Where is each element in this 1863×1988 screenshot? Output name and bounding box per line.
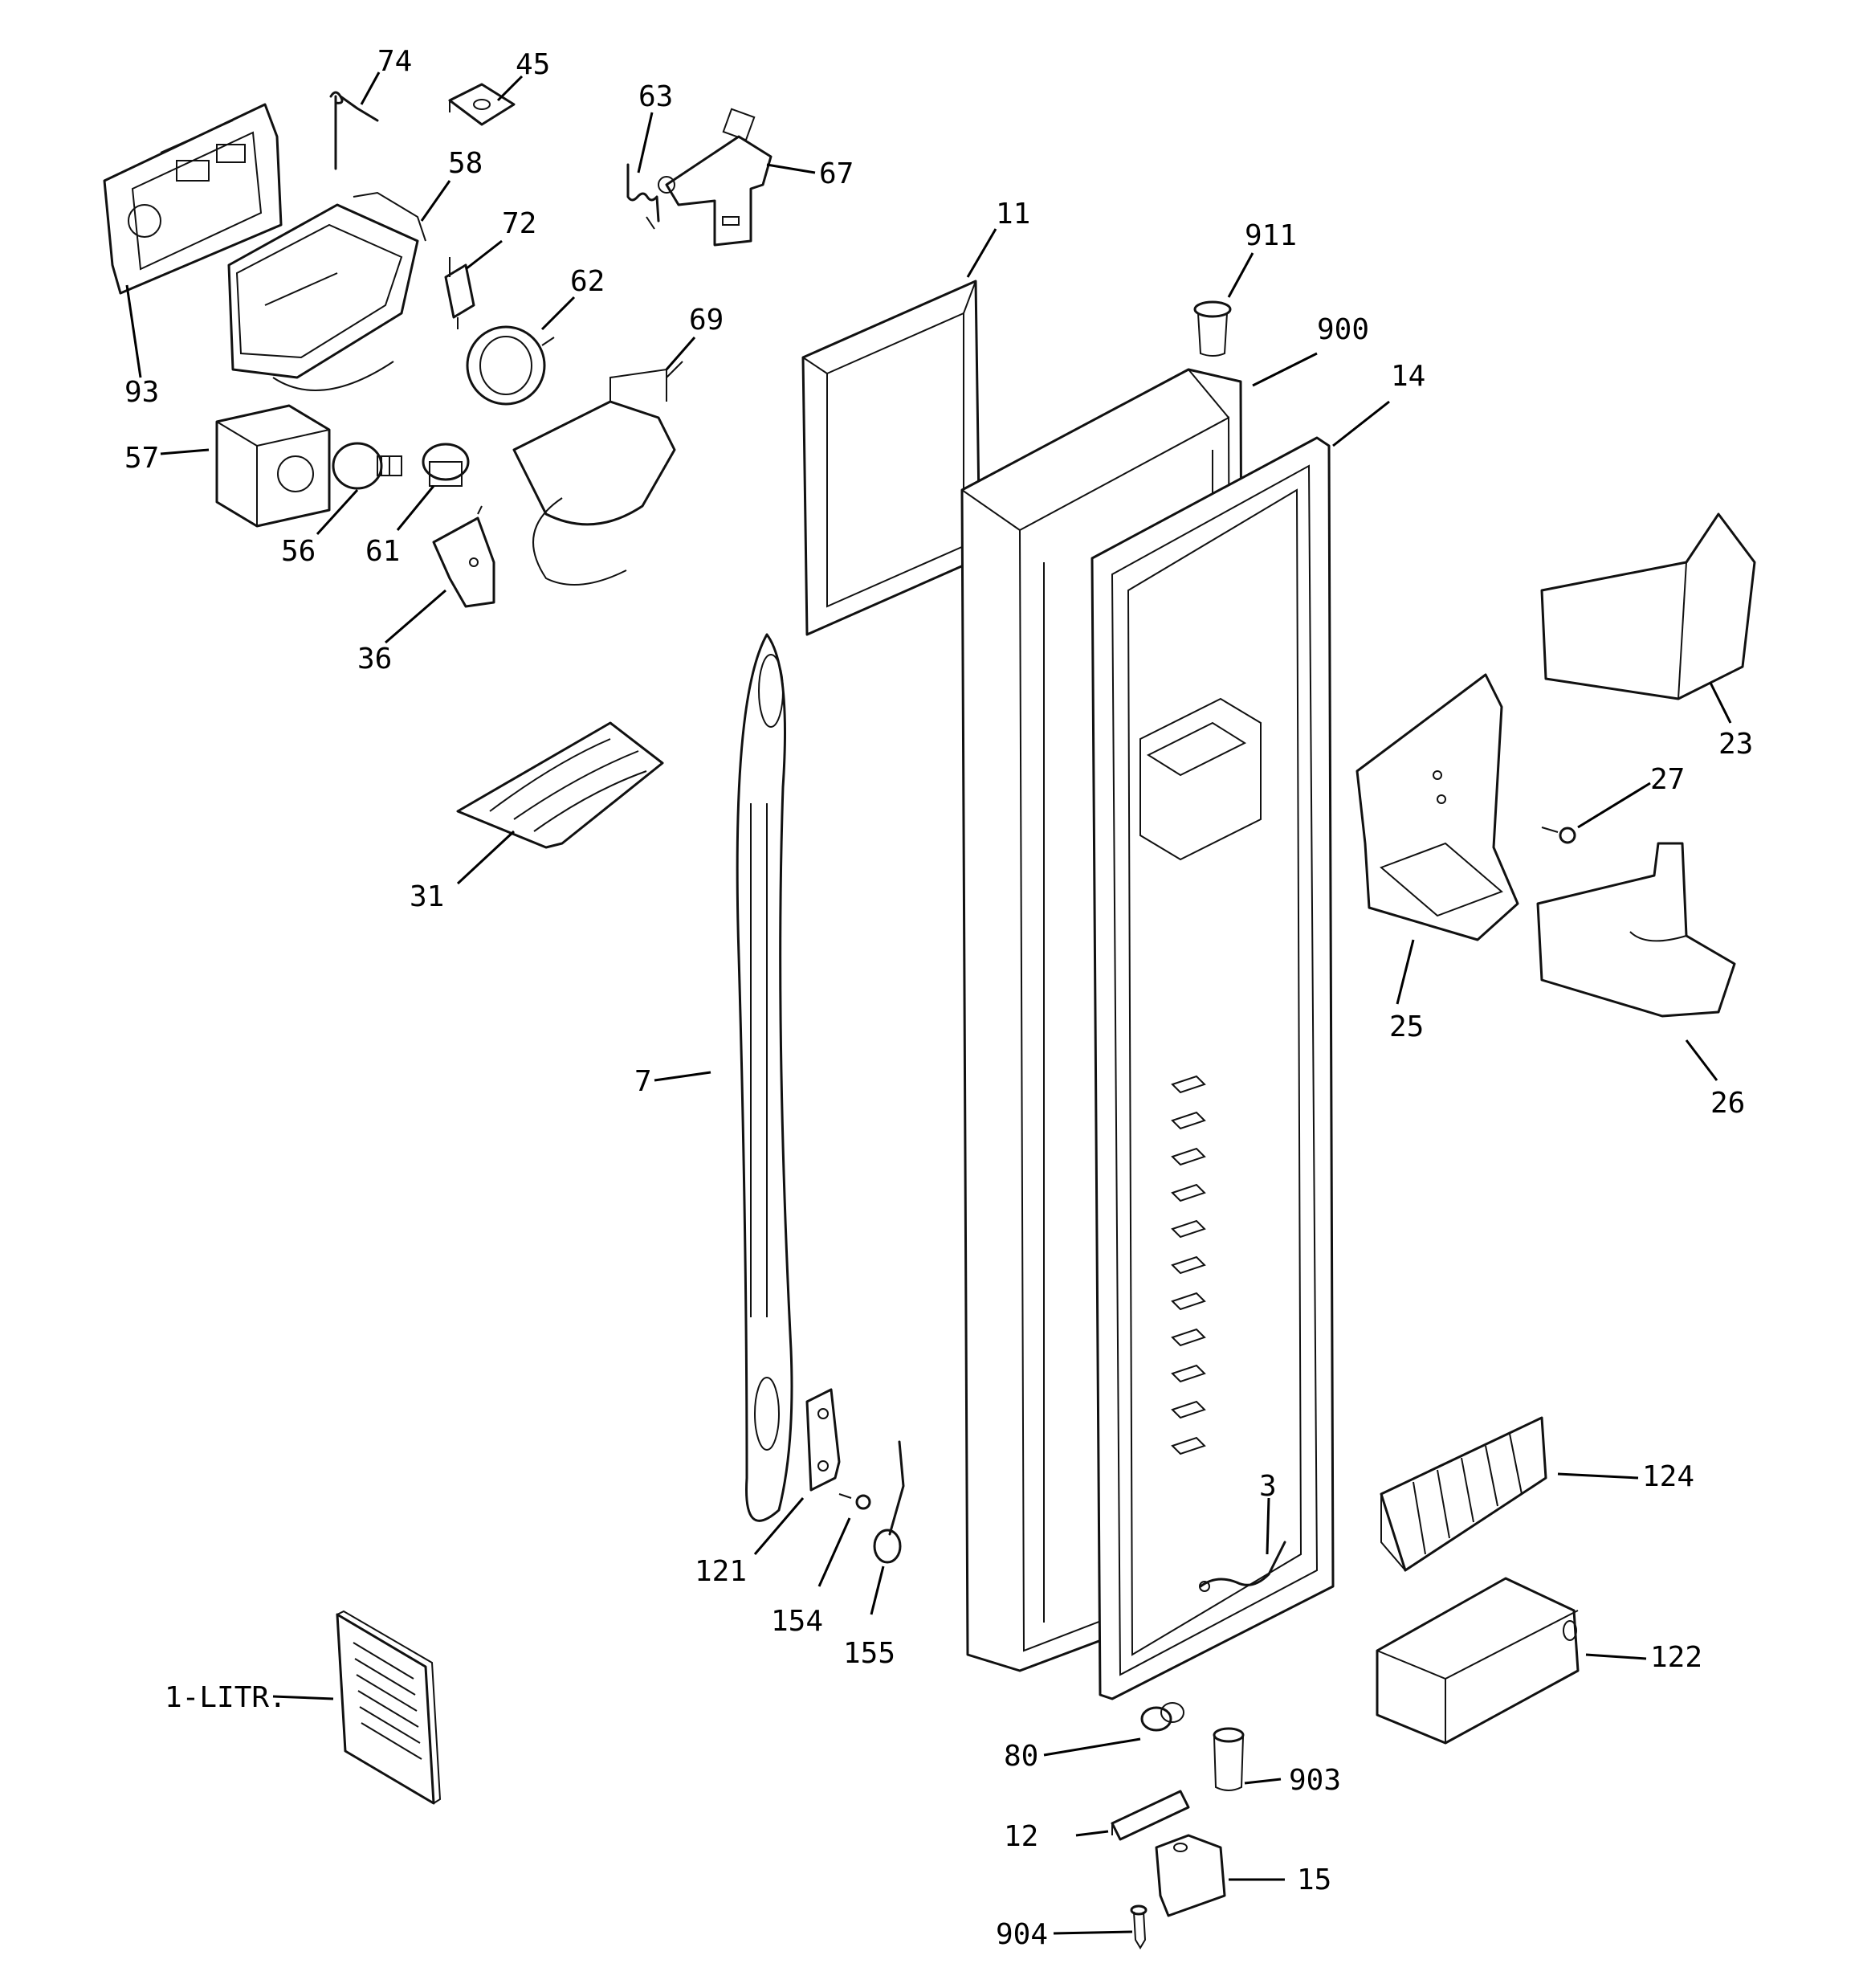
callout-911: 911 xyxy=(1245,219,1297,252)
part-58-dispenser-housing xyxy=(227,191,426,391)
callout-31: 31 xyxy=(410,880,444,913)
callout-69: 69 xyxy=(689,304,724,337)
part-7-handle xyxy=(736,633,793,1522)
part-14-gasket xyxy=(1090,436,1335,1700)
part-122-bin xyxy=(1376,1577,1580,1745)
callout-57: 57 xyxy=(124,442,159,475)
part-121-hinge-bracket xyxy=(805,1388,841,1492)
callout-154: 154 xyxy=(771,1605,823,1638)
part-27-screw xyxy=(1541,827,1576,844)
callout-93: 93 xyxy=(124,376,159,409)
part-904-screw xyxy=(1130,1904,1148,1949)
callout-72: 72 xyxy=(502,207,536,240)
part-911-bushing xyxy=(1193,300,1232,357)
part-62-ring xyxy=(466,325,555,406)
callout-124: 124 xyxy=(1642,1460,1694,1493)
callout-45: 45 xyxy=(516,48,550,81)
part-74-spring xyxy=(329,91,379,170)
callout-900: 900 xyxy=(1317,313,1369,346)
part-45-bracket xyxy=(448,83,516,126)
callout-3: 3 xyxy=(1259,1470,1277,1503)
callout-12: 12 xyxy=(1004,1820,1038,1853)
callout-25: 25 xyxy=(1389,1010,1424,1043)
part-3-wire xyxy=(1199,1541,1286,1592)
part-25-holder xyxy=(1355,673,1519,941)
part-12-hinge-plate xyxy=(1111,1790,1190,1841)
part-26-bin xyxy=(1536,842,1736,1018)
callout-11: 11 xyxy=(996,198,1030,231)
part-36-bracket xyxy=(432,505,495,608)
part-15-hinge-block xyxy=(1155,1834,1226,1917)
callout-26: 26 xyxy=(1710,1087,1745,1120)
callout-80: 80 xyxy=(1004,1740,1038,1773)
callout-155: 155 xyxy=(843,1637,895,1670)
callout-14: 14 xyxy=(1391,360,1425,393)
part-67-shaft-bracket xyxy=(658,108,773,247)
callout-1-litr: 1-LITR. xyxy=(165,1681,287,1714)
callout-leaders xyxy=(125,71,1732,1935)
part-80-plug xyxy=(1140,1702,1184,1732)
part-124-wire-basket xyxy=(1380,1416,1547,1572)
part-57-motor-box xyxy=(215,404,331,528)
callout-121: 121 xyxy=(695,1555,747,1588)
callout-67: 67 xyxy=(819,157,854,190)
part-23-bin xyxy=(1540,512,1756,700)
callout-36: 36 xyxy=(357,643,392,676)
part-72-switch xyxy=(444,257,475,329)
callout-122: 122 xyxy=(1650,1641,1702,1674)
part-155-key xyxy=(873,1440,905,1564)
part-63-spring xyxy=(626,163,660,230)
callout-7: 7 xyxy=(634,1065,652,1098)
callout-63: 63 xyxy=(638,80,673,113)
part-1-litr-booklet xyxy=(336,1610,442,1805)
callout-23: 23 xyxy=(1718,728,1753,761)
callout-904: 904 xyxy=(996,1918,1048,1951)
part-31-tray xyxy=(456,721,664,849)
callout-62: 62 xyxy=(570,265,605,298)
callout-74: 74 xyxy=(377,45,412,78)
callout-903: 903 xyxy=(1289,1764,1341,1797)
part-11-door-frame xyxy=(801,280,981,636)
part-93-control-board xyxy=(103,103,283,295)
callout-56: 56 xyxy=(281,535,316,568)
callout-27: 27 xyxy=(1650,763,1685,796)
part-903-bushing xyxy=(1213,1727,1245,1791)
callout-15: 15 xyxy=(1297,1863,1331,1896)
part-154-screw xyxy=(838,1493,871,1510)
part-56-bulb xyxy=(332,442,402,490)
callout-58: 58 xyxy=(448,147,483,180)
callout-labels: 74 45 63 67 58 72 62 69 93 57 56 61 36 1… xyxy=(124,45,1753,1951)
part-61-socket xyxy=(422,443,470,487)
part-69-ice-chute xyxy=(512,361,683,586)
callout-61: 61 xyxy=(365,535,400,568)
